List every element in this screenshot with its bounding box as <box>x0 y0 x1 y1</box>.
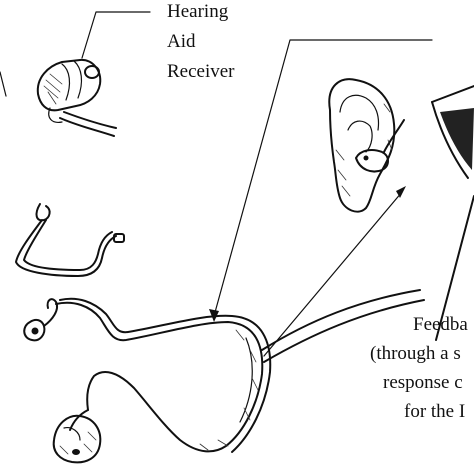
partial-sketch-right-edge-icon <box>431 85 474 341</box>
arrow-to-device <box>209 39 433 322</box>
behind-the-ear-hearing-aid-icon <box>23 289 425 464</box>
receiver-tube-coil-icon <box>15 203 125 277</box>
receiver-label-line-2: Aid <box>167 31 196 52</box>
receiver-leader-line <box>81 11 151 59</box>
arrow-to-ear <box>263 186 406 357</box>
hearing-aid-receiver-closeup-icon <box>36 58 117 137</box>
feedback-label-line-3: response c <box>383 372 463 393</box>
receiver-label-line-3: Receiver <box>167 61 235 82</box>
feedback-label-line-1: Feedba <box>413 314 468 335</box>
ear-with-receiver-icon <box>328 78 405 213</box>
feedback-label-line-4: for the I <box>404 401 466 422</box>
receiver-label-line-1: Hearing <box>167 1 229 22</box>
left-edge-mark <box>0 71 7 97</box>
feedback-label-line-2: (through a s <box>370 343 461 364</box>
